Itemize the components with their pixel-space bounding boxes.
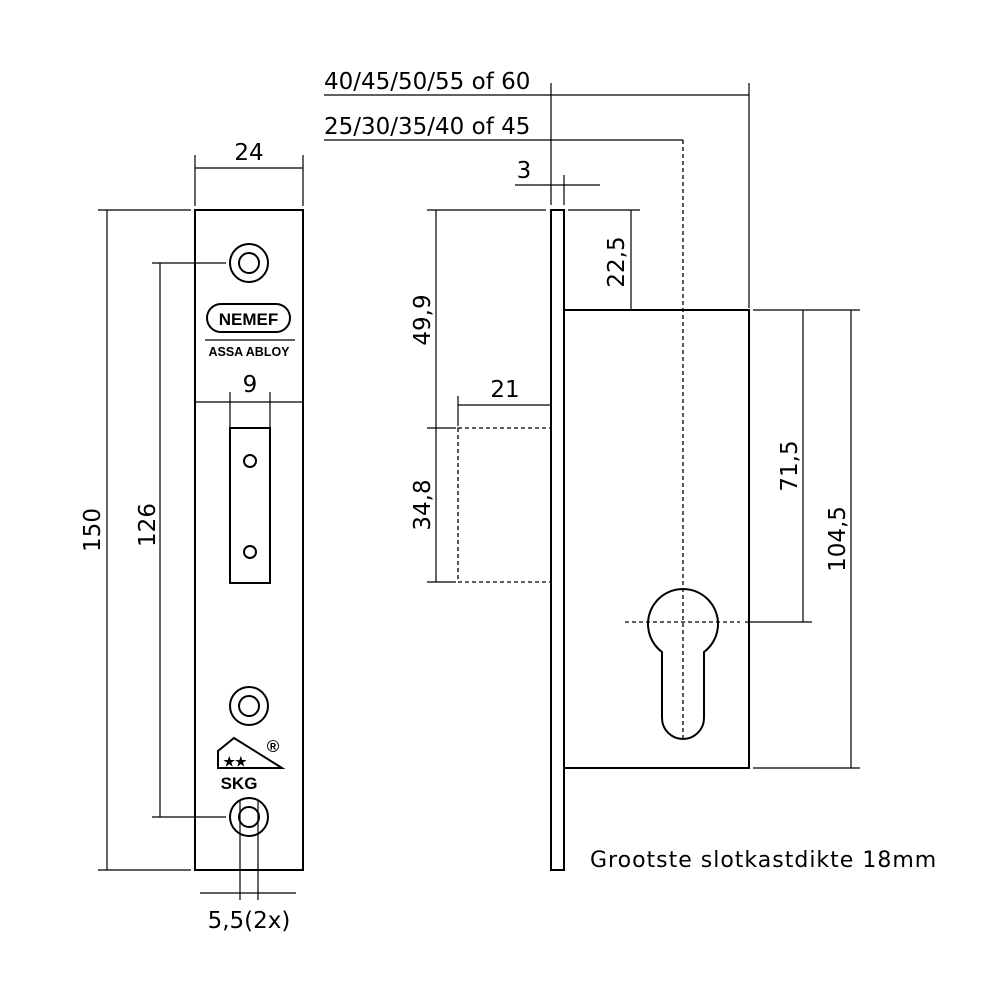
sub-brand: ASSA ABLOY: [208, 345, 290, 359]
bottom-screw-hole: [229, 797, 269, 837]
dimension-backset-outer: 40/45/50/55 of 60: [324, 69, 750, 308]
dimension-width-24: 24: [194, 140, 304, 206]
dim-label-backset-outer: 40/45/50/55 of 60: [324, 69, 530, 95]
dim-label-9: 9: [243, 372, 258, 398]
brand-name: NEMEF: [219, 310, 279, 329]
lock-case: [563, 309, 750, 769]
dim-label-24: 24: [234, 140, 263, 166]
lock-side-view: [457, 140, 750, 871]
dim-label-3: 3: [517, 158, 532, 184]
dimension-bolt-34-8: 34,8: [410, 428, 456, 583]
dim-label-104-5: 104,5: [825, 506, 851, 572]
deadbolt-outline: [457, 427, 552, 583]
registered-mark: ®: [267, 737, 280, 756]
dimension-thickness-3: 3: [515, 158, 600, 205]
latch-opening: [229, 427, 271, 584]
faceplate-front-view: NEMEF ASSA ABLOY ★★ ® SKG: [194, 209, 304, 871]
faceplate-outline: [194, 209, 304, 871]
dimension-offset-22-5: 22,5: [568, 209, 640, 310]
skg-certification-mark: ★★ ® SKG: [217, 736, 286, 793]
dim-label-34-8: 34,8: [410, 479, 436, 530]
dim-label-22-5: 22,5: [604, 236, 630, 287]
dim-label-5-5: 5,5(2x): [208, 908, 291, 934]
dimension-backset-inner: 25/30/35/40 of 45: [324, 114, 683, 141]
dimension-spacing-126: 126: [135, 262, 226, 818]
max-case-thickness-note: Grootste slotkastdikte 18mm: [590, 848, 937, 873]
dim-label-71-5: 71,5: [777, 440, 803, 491]
dim-label-49-9: 49,9: [410, 294, 436, 345]
top-screw-hole: [229, 243, 269, 283]
dim-label-150: 150: [80, 508, 106, 552]
dimension-71-5: 71,5: [745, 309, 812, 623]
skg-stars: ★★: [223, 754, 247, 769]
nemef-logo: NEMEF ASSA ABLOY: [205, 303, 295, 359]
dimension-height-150: 150: [80, 209, 191, 871]
dimension-latch-9: 9: [196, 372, 302, 428]
dim-label-backset-inner: 25/30/35/40 of 45: [324, 114, 530, 140]
dimension-104-5: 104,5: [753, 309, 860, 769]
skg-label: SKG: [221, 774, 258, 793]
faceplate-strip: [550, 209, 565, 871]
dimension-49-9: 49,9: [410, 209, 546, 429]
middle-screw-hole: [229, 686, 269, 726]
dimension-hole-5-5: 5,5(2x): [200, 800, 296, 934]
dim-label-126: 126: [135, 503, 161, 547]
dimension-bolt-21: 21: [457, 377, 551, 426]
dim-label-21: 21: [490, 377, 519, 403]
